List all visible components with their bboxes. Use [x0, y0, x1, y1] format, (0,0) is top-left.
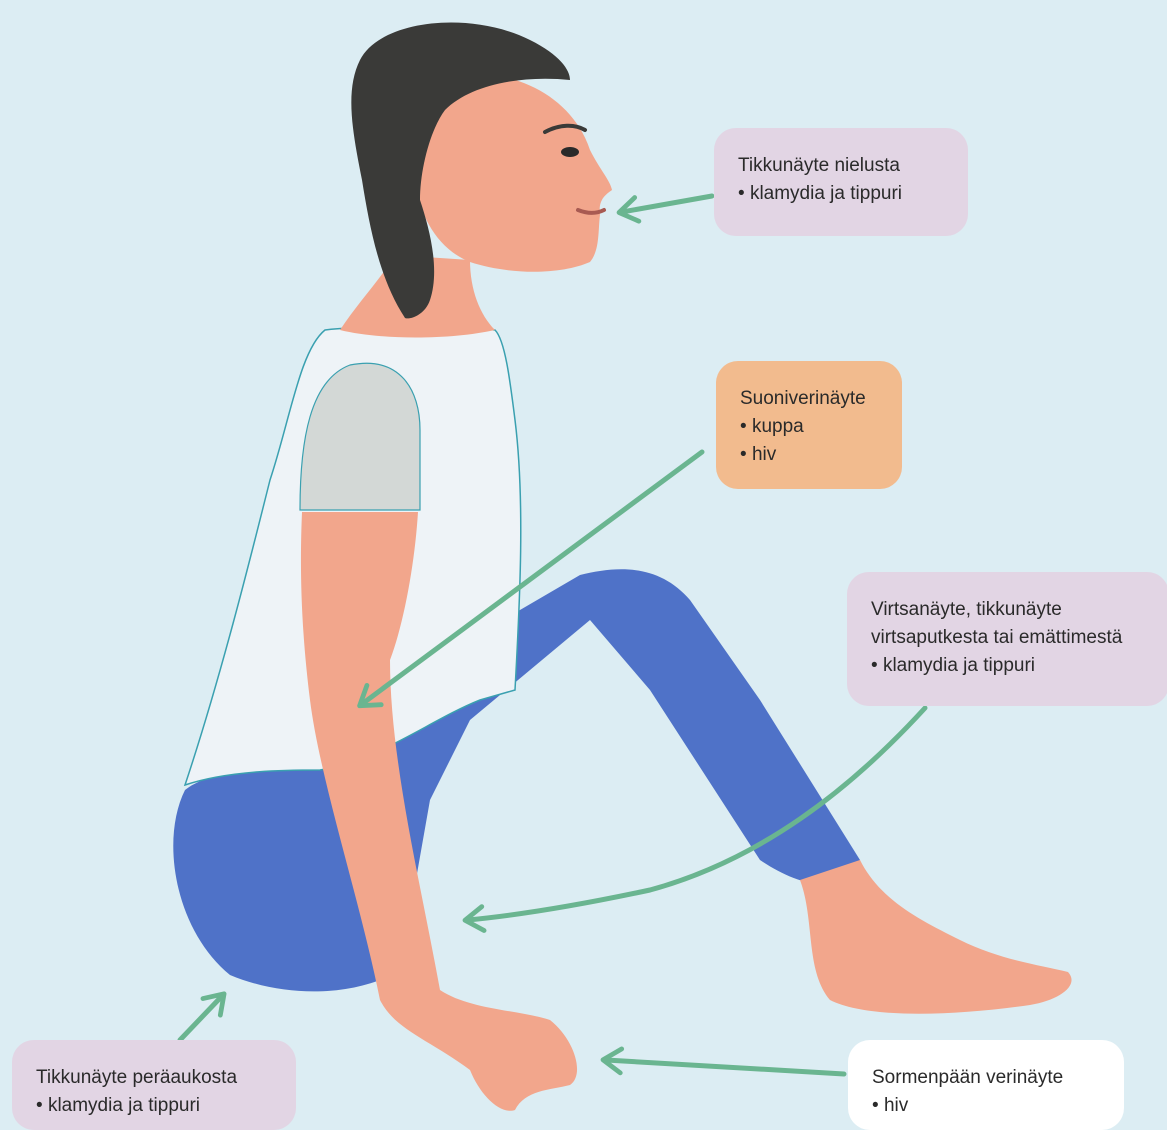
callout-fingertip-blood: Sormenpään verinäyte hiv [848, 1040, 1124, 1130]
callout-title-line1: Virtsanäyte, tikkunäyte [871, 596, 1149, 624]
callout-list: klamydia ja tippuri [36, 1092, 276, 1120]
callout-title: Sormenpään verinäyte [872, 1064, 1104, 1092]
callout-list: klamydia ja tippuri [871, 652, 1149, 680]
callout-list: klamydia ja tippuri [738, 180, 948, 208]
callout-item: hiv [872, 1092, 1104, 1120]
callout-throat-swab: Tikkunäyte nielusta klamydia ja tippuri [714, 128, 968, 236]
callout-urine-sample: Virtsanäyte, tikkunäyte virtsaputkesta t… [847, 572, 1167, 706]
arrow-rectal [180, 996, 222, 1040]
arrow-throat [622, 196, 712, 212]
callout-item: hiv [740, 441, 882, 469]
arrow-finger [606, 1060, 844, 1074]
callout-item: kuppa [740, 413, 882, 441]
callout-list: kuppa hiv [740, 413, 882, 469]
callout-title: Suoniverinäyte [740, 385, 882, 413]
callout-item: klamydia ja tippuri [36, 1092, 276, 1120]
foot [800, 860, 1072, 1014]
callout-item: klamydia ja tippuri [738, 180, 948, 208]
callout-title: Tikkunäyte peräaukosta [36, 1064, 276, 1092]
callout-item: klamydia ja tippuri [871, 652, 1149, 680]
callout-rectal-swab: Tikkunäyte peräaukosta klamydia ja tippu… [12, 1040, 296, 1130]
callout-title-line2: virtsaputkesta tai emättimestä [871, 624, 1149, 652]
callout-title: Tikkunäyte nielusta [738, 152, 948, 180]
callout-venous-blood: Suoniverinäyte kuppa hiv [716, 361, 902, 489]
callout-list: hiv [872, 1092, 1104, 1120]
eye [561, 147, 579, 157]
